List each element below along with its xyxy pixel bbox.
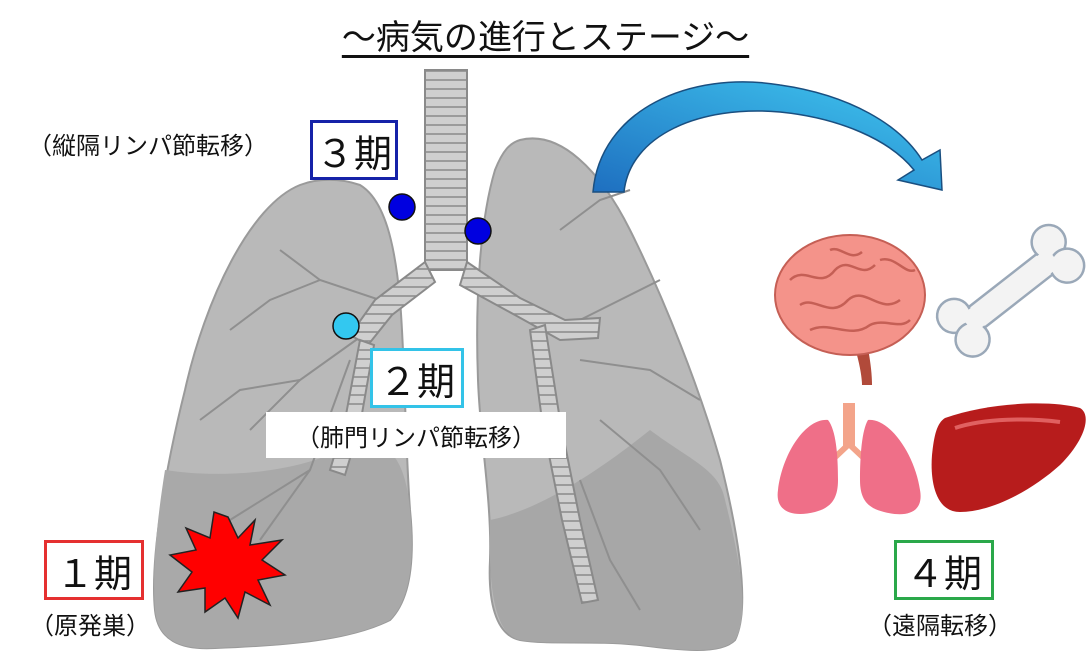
stage4-caption: （遠隔転移） bbox=[868, 612, 1012, 640]
left-lower-bronchus bbox=[528, 323, 600, 605]
hilar-node bbox=[332, 312, 360, 340]
stage1-label: １期 bbox=[44, 540, 144, 600]
stage3-caption: （縦隔リンパ節転移） bbox=[28, 132, 268, 160]
stage2-label: ２期 bbox=[370, 348, 464, 408]
liver-icon bbox=[931, 403, 1086, 512]
lungs-icon bbox=[777, 403, 921, 515]
mediastinal-node-right bbox=[388, 193, 416, 221]
trachea bbox=[424, 69, 468, 271]
mediastinal-node-left bbox=[464, 217, 492, 245]
stage4-label: ４期 bbox=[894, 540, 994, 600]
metastasis-arrow-icon bbox=[592, 81, 943, 193]
brain-icon bbox=[774, 234, 926, 385]
bone-icon bbox=[935, 223, 1086, 358]
stage2-caption: （肺門リンパ節転移） bbox=[266, 412, 566, 458]
left-lower-lobe bbox=[489, 430, 743, 650]
stage1-caption: （原発巣） bbox=[30, 612, 150, 640]
left-main-bronchus bbox=[458, 260, 602, 342]
page-title: 〜病気の進行とステージ〜 bbox=[341, 18, 750, 58]
right-lower-lobe bbox=[154, 442, 412, 649]
stage3-label: ３期 bbox=[310, 120, 398, 180]
tumor-burst-icon bbox=[168, 510, 287, 620]
bronchial-branches bbox=[199, 189, 701, 611]
